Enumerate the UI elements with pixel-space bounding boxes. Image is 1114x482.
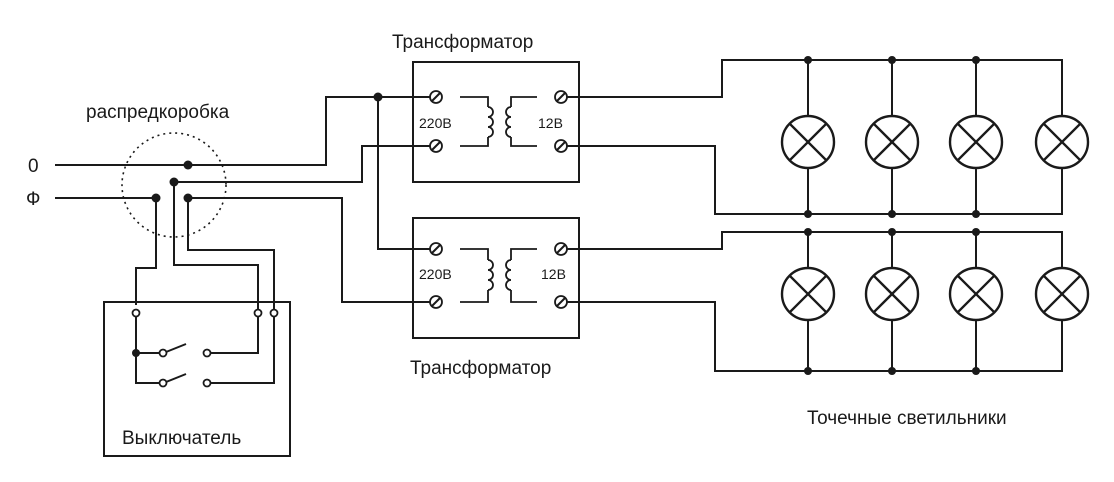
lamp-icon bbox=[780, 60, 836, 214]
transformer-bottom-box bbox=[412, 217, 580, 339]
lamp-icon bbox=[1034, 232, 1090, 371]
junction-dot-phase bbox=[151, 193, 161, 203]
lamp-icon bbox=[1034, 60, 1090, 214]
lamps-layer bbox=[780, 56, 1090, 375]
label-t2-secondary: 12В bbox=[541, 266, 566, 282]
label-phase: Ф bbox=[26, 189, 40, 210]
wire-switch-down2 bbox=[187, 198, 275, 310]
lamp-junction-dot bbox=[804, 367, 812, 375]
lamp-junction-dot bbox=[972, 56, 980, 64]
label-junction-box: распредкоробка bbox=[86, 102, 230, 123]
wire-switch-out2 bbox=[188, 197, 430, 303]
wire-switch-out1 bbox=[174, 145, 430, 183]
input-wires bbox=[55, 96, 430, 305]
lamp-icon bbox=[948, 60, 1004, 214]
lamp-junction-dot bbox=[804, 228, 812, 236]
label-switch: Выключатель bbox=[122, 428, 241, 449]
lamp-junction-dot bbox=[972, 210, 980, 218]
switched-wires bbox=[173, 145, 430, 310]
lamp-junction-dot bbox=[972, 367, 980, 375]
label-t1-secondary: 12В bbox=[538, 115, 563, 131]
transformer-top-box bbox=[412, 61, 580, 183]
lamp-icon bbox=[864, 232, 920, 371]
lamp-junction-dot bbox=[888, 210, 896, 218]
lamp-junction-dot bbox=[888, 228, 896, 236]
lamp-icon bbox=[864, 60, 920, 214]
label-spotlights: Точечные светильники bbox=[807, 408, 1007, 429]
label-transformer-bottom: Трансформатор bbox=[410, 358, 551, 379]
switch-box bbox=[103, 301, 291, 457]
label-zero: 0 bbox=[28, 156, 39, 177]
transformer-coil-icon bbox=[460, 248, 537, 303]
lamp-icon bbox=[780, 232, 836, 371]
lamp-junction-dot bbox=[804, 56, 812, 64]
lamp-junction-dot bbox=[888, 367, 896, 375]
transformer-bottom-terminals bbox=[429, 242, 568, 309]
lamp-junction-dot bbox=[804, 210, 812, 218]
switch-contacts bbox=[131, 308, 279, 388]
junction-box-outline bbox=[121, 132, 227, 238]
transformer-coil-icon bbox=[460, 96, 537, 147]
wire-phase bbox=[55, 197, 157, 305]
junction-dot-zero bbox=[183, 160, 193, 170]
lamp-junction-dot bbox=[888, 56, 896, 64]
label-t1-primary: 220В bbox=[419, 115, 452, 131]
label-t2-primary: 220В bbox=[419, 266, 452, 282]
label-transformer-top: Трансформатор bbox=[392, 32, 533, 53]
lamp-junction-dot bbox=[972, 228, 980, 236]
transformer-top-terminals bbox=[429, 90, 568, 153]
lamp-icon bbox=[948, 232, 1004, 371]
wire-switch-down1 bbox=[173, 182, 259, 310]
